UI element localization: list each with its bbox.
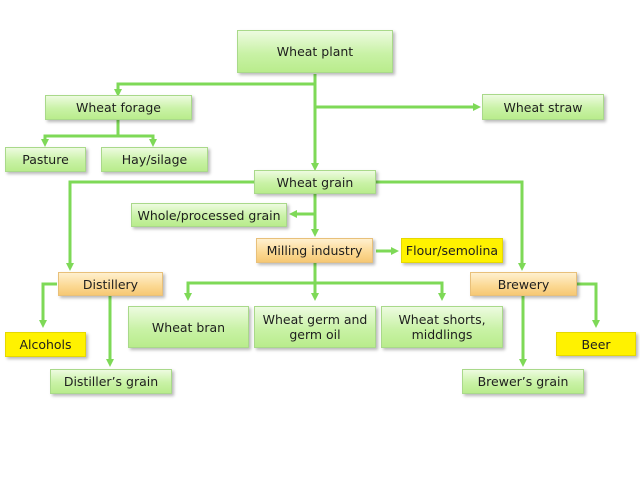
- node-alcohols: Alcohols: [5, 332, 86, 357]
- node-label: Distillery: [82, 276, 139, 292]
- node-label: Wheat bran: [151, 319, 226, 335]
- node-hay-silage: Hay/silage: [101, 147, 208, 172]
- node-wheat-grain: Wheat grain: [254, 170, 376, 194]
- node-label: Wheat germ and germ oil: [262, 312, 368, 342]
- edge-grain-to-brewery: [376, 180, 526, 271]
- node-whole-processed-grain: Whole/processed grain: [131, 203, 287, 227]
- edge-forage-to-pasture: [41, 120, 120, 147]
- node-label: Whole/processed grain: [137, 207, 281, 223]
- node-wheat-forage: Wheat forage: [45, 95, 192, 120]
- node-distillery: Distillery: [58, 272, 163, 296]
- node-label: Distiller’s grain: [63, 374, 159, 389]
- edge-distillery-to-alcohols: [39, 282, 57, 328]
- node-milling-industry: Milling industry: [256, 238, 373, 263]
- node-label: Wheat straw: [503, 99, 583, 115]
- node-label: Milling industry: [266, 243, 363, 258]
- node-distillers-grain: Distiller’s grain: [50, 369, 172, 394]
- node-wheat-germ-and-germ-oil: Wheat germ and germ oil: [254, 306, 376, 348]
- node-label: Brewer’s grain: [477, 374, 569, 389]
- node-label: Wheat plant: [276, 44, 354, 59]
- node-label: Pasture: [22, 152, 69, 167]
- edge-forage-to-hay: [118, 134, 157, 147]
- edge-grain-to-distillery: [66, 180, 254, 271]
- node-wheat-straw: Wheat straw: [482, 94, 604, 120]
- edge-milling-to-shorts: [315, 281, 446, 301]
- node-brewery: Brewery: [470, 272, 577, 296]
- node-wheat-plant: Wheat plant: [237, 30, 393, 73]
- node-beer: Beer: [556, 332, 636, 356]
- node-wheat-shorts-middlings: Wheat shorts, middlings: [381, 306, 503, 348]
- edge-grain-to-whole: [289, 194, 317, 218]
- node-label: Brewery: [497, 276, 550, 292]
- node-label: Alcohols: [19, 337, 72, 352]
- node-brewers-grain: Brewer’s grain: [462, 369, 584, 394]
- edge-plant-to-forage: [114, 74, 317, 97]
- node-label: Beer: [581, 336, 611, 352]
- node-pasture: Pasture: [5, 147, 86, 172]
- node-wheat-bran: Wheat bran: [128, 306, 249, 348]
- node-label: Flour/semolina: [405, 243, 499, 258]
- node-label: Wheat forage: [76, 100, 161, 115]
- edge-milling-to-bran: [184, 281, 315, 301]
- node-label: Wheat shorts, middlings: [398, 312, 486, 342]
- edge-plant-to-straw: [313, 84, 481, 111]
- node-label: Wheat grain: [276, 174, 354, 190]
- edge-brewery-to-beer: [577, 282, 600, 328]
- node-label: Hay/silage: [121, 152, 188, 167]
- node-flour-semolina: Flour/semolina: [401, 238, 503, 263]
